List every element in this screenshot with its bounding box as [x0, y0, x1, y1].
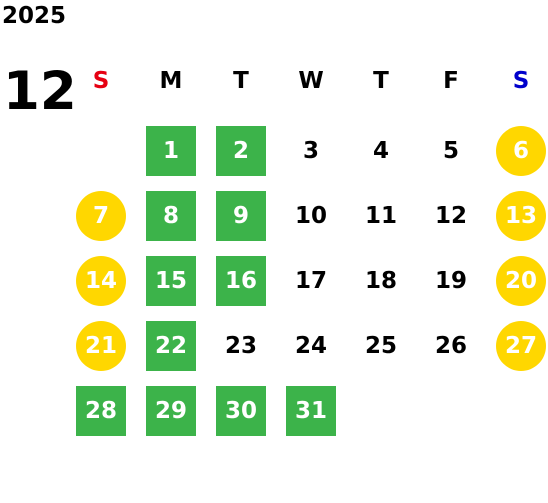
day-cell: 22	[146, 321, 196, 371]
weekday-header-sunday: S	[92, 68, 110, 94]
day-cell: 30	[216, 386, 266, 436]
day-cell: 15	[146, 256, 196, 306]
calendar-month: 12	[3, 61, 77, 122]
day-cell: 2	[216, 126, 266, 176]
weekday-header-wednesday: W	[298, 68, 324, 94]
calendar-year: 2025	[2, 3, 67, 29]
day-cell: 1	[146, 126, 196, 176]
weekday-header-thursday: T	[373, 68, 389, 94]
day-cell: 3	[302, 138, 319, 164]
day-cell: 7	[76, 191, 126, 241]
day-cell: 18	[364, 268, 397, 294]
day-cell: 29	[146, 386, 196, 436]
day-cell: 24	[294, 333, 327, 359]
day-cell: 23	[224, 333, 257, 359]
day-cell: 12	[434, 203, 467, 229]
day-cell: 19	[434, 268, 467, 294]
day-cell: 28	[76, 386, 126, 436]
day-cell: 4	[372, 138, 389, 164]
weekday-header-tuesday: T	[233, 68, 249, 94]
day-cell: 6	[496, 126, 546, 176]
weekday-header-saturday: S	[512, 68, 530, 94]
weekday-header-friday: F	[443, 68, 459, 94]
day-cell: 14	[76, 256, 126, 306]
weekday-header-monday: M	[159, 68, 183, 94]
day-cell: 8	[146, 191, 196, 241]
day-cell: 11	[364, 203, 397, 229]
day-cell: 31	[286, 386, 336, 436]
day-cell: 16	[216, 256, 266, 306]
day-cell: 20	[496, 256, 546, 306]
day-cell: 27	[496, 321, 546, 371]
day-cell: 21	[76, 321, 126, 371]
day-cell: 26	[434, 333, 467, 359]
day-cell: 5	[442, 138, 459, 164]
day-cell: 10	[294, 203, 327, 229]
day-cell: 25	[364, 333, 397, 359]
day-cell: 17	[294, 268, 327, 294]
day-cell: 9	[216, 191, 266, 241]
day-cell: 13	[496, 191, 546, 241]
